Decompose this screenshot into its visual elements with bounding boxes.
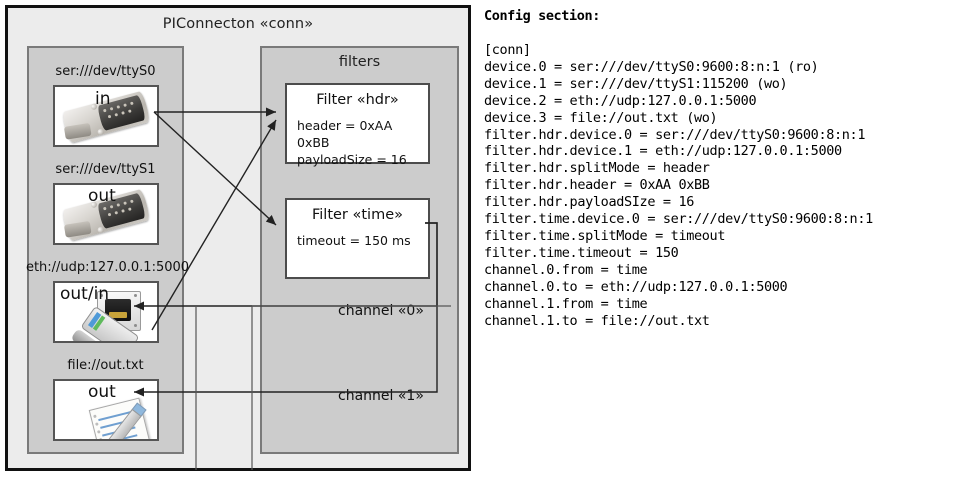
device-node-ttyS0[interactable]: in: [53, 85, 159, 147]
config-line: filter.hdr.header = 0xAA 0xBB: [484, 177, 710, 194]
filter-attr: payloadSize = 16: [297, 151, 407, 167]
ethernet-jack-icon: [55, 283, 157, 341]
config-line: [conn]: [484, 42, 531, 58]
filter-attr: timeout = 150 ms: [297, 233, 411, 248]
config-line: filter.hdr.device.1 = eth://udp:127.0.0.…: [484, 143, 842, 160]
config-line: channel.0.to = eth://udp:127.0.0.1:5000: [484, 278, 788, 295]
device-label-eth: eth://udp:127.0.0.1:5000: [25, 260, 190, 275]
device-label-ttyS0: ser:///dev/ttyS0: [55, 64, 156, 79]
device-direction-ttyS0: in: [95, 89, 111, 109]
config-line: device.3 = file://out.txt (wo): [484, 109, 718, 126]
filter-title-hdr: Filter «hdr»: [316, 92, 399, 108]
config-line: filter.hdr.payloadSIze = 16: [484, 194, 694, 211]
filter-attr: header = 0xAA 0xBB: [297, 118, 393, 150]
config-line: device.2 = eth://udp:127.0.0.1:5000: [484, 92, 757, 109]
config-line: filter.time.splitMode = timeout: [484, 227, 726, 244]
filter-box-hdr[interactable]: Filter «hdr» header = 0xAA 0xBB payloadS…: [285, 83, 430, 167]
device-label-file: file://out.txt: [67, 358, 144, 373]
config-line: filter.hdr.device.0 = ser:///dev/ttyS0:9…: [484, 126, 866, 143]
component-diagram: PIConnecton «conn» ser:///dev/ttyS0 in: [0, 0, 478, 484]
filter-attrs-hdr: header = 0xAA 0xBB payloadSize = 16: [297, 118, 428, 169]
devices-panel: ser:///dev/ttyS0 in: [26, 46, 189, 454]
config-section: Config section: [conn]device.0 = ser:///…: [478, 0, 964, 484]
device-direction-ttyS1: out: [88, 186, 116, 206]
filter-attrs-time: timeout = 150 ms: [297, 233, 411, 250]
channel-label-0: channel «0»: [338, 303, 424, 319]
page-title: PIConnecton «conn»: [162, 16, 314, 32]
filters-panel: filters Filter «hdr» header = 0xAA 0xBB …: [260, 46, 459, 454]
config-line: filter.hdr.splitMode = header: [484, 160, 710, 177]
piconnector-component-frame: PIConnecton «conn» ser:///dev/ttyS0 in: [5, 5, 471, 471]
config-line: channel.0.from = time: [484, 261, 648, 278]
filters-panel-title: filters: [338, 54, 381, 70]
config-line: channel.1.to = file://out.txt: [484, 312, 710, 329]
config-line: channel.1.from = time: [484, 295, 648, 312]
filter-title-time: Filter «time»: [311, 207, 404, 223]
config-line: device.1 = ser:///dev/ttyS1:115200 (wo): [484, 75, 788, 92]
device-label-ttyS1: ser:///dev/ttyS1: [55, 162, 156, 177]
device-direction-eth: out/in: [60, 284, 110, 304]
filter-box-time[interactable]: Filter «time» timeout = 150 ms: [285, 198, 430, 279]
device-direction-file: out: [88, 382, 116, 402]
device-node-file[interactable]: out: [53, 379, 159, 441]
device-node-eth[interactable]: out/in: [53, 281, 159, 343]
config-line: device.0 = ser:///dev/ttyS0:9600:8:n:1 (…: [484, 58, 819, 75]
config-listing: [conn]device.0 = ser:///dev/ttyS0:9600:8…: [484, 42, 873, 329]
device-node-ttyS1[interactable]: out: [53, 183, 159, 245]
config-line: filter.time.timeout = 150: [484, 244, 679, 261]
channel-label-1: channel «1»: [338, 388, 424, 404]
config-heading: Config section:: [484, 8, 600, 24]
config-line: filter.time.device.0 = ser:///dev/ttyS0:…: [484, 211, 873, 228]
